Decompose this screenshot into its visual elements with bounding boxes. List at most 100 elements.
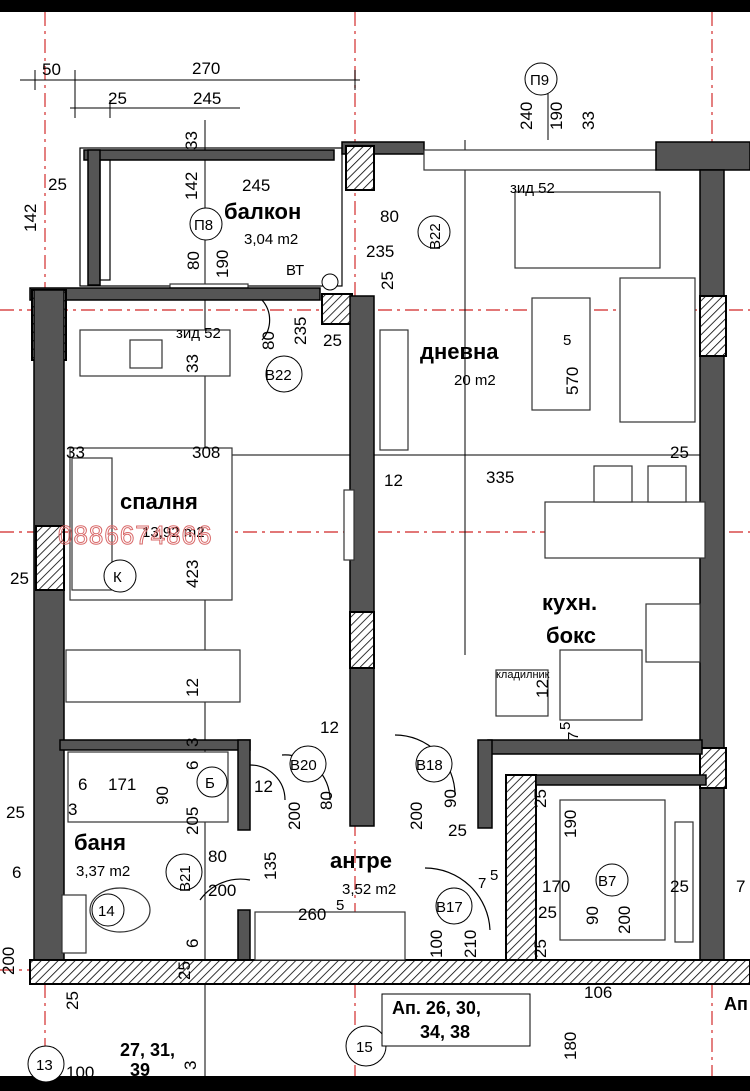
dim-25-hall: 25 xyxy=(448,821,467,840)
dim-6-left: 6 xyxy=(12,863,21,882)
room-living-name: дневна xyxy=(420,339,499,364)
dim-200-left: 200 xyxy=(0,947,18,975)
dim-260-sup: 5 xyxy=(336,897,344,914)
apartment-line-2: 34, 38 xyxy=(420,1022,470,1042)
tag-b21: В21 xyxy=(177,865,194,892)
dim-570-sup: 5 xyxy=(563,332,571,349)
dim-190-p8: 190 xyxy=(213,250,232,278)
dim-25-top: 25 xyxy=(108,89,127,108)
dim-25-s: 25 xyxy=(175,961,194,980)
dim-90-room: 90 xyxy=(583,906,602,925)
dim-25-room3: 25 xyxy=(531,939,550,958)
room-living-area: 20 m2 xyxy=(454,372,496,389)
dim-12-kitchen: 12 xyxy=(533,679,552,698)
apartment-label: Ап. 26, 30, 34, 38 27, 31, 39 Ап xyxy=(120,993,748,1080)
dim-190-top: 190 xyxy=(547,102,566,130)
apartment-cut-right: Ап xyxy=(724,994,748,1014)
dim-3-bath: 3 xyxy=(183,738,202,747)
dim-12-bed: 12 xyxy=(183,678,202,697)
watermark-phone: 0886674866 xyxy=(58,520,213,550)
dim-5-kitchen: 5 xyxy=(557,722,574,730)
tag-13: 13 xyxy=(36,1057,53,1074)
room-bathroom-name: баня xyxy=(74,830,126,855)
room-bedroom-name: спалня xyxy=(120,489,198,514)
dim-142-balcony: 142 xyxy=(182,172,201,200)
dim-570: 570 xyxy=(563,367,582,395)
room-kitchen-name-2: бокс xyxy=(546,623,596,648)
room-kitchen-name-1: кухн. xyxy=(542,590,597,615)
dimension-labels: 50 270 25 245 240 190 33 142 25 142 33 2… xyxy=(0,59,745,1082)
dim-308: 308 xyxy=(192,443,220,462)
dim-190-room: 190 xyxy=(561,810,580,838)
dim-260: 260 xyxy=(298,905,326,924)
tag-15: 15 xyxy=(356,1039,373,1056)
dim-25-v22: 25 xyxy=(323,331,342,350)
wall-note-top: зид 52 xyxy=(510,180,555,197)
room-balcony-area: 3,04 m2 xyxy=(244,231,298,248)
dim-245-top: 245 xyxy=(193,89,221,108)
room-bathroom-area: 3,37 m2 xyxy=(76,863,130,880)
dim-25-room2: 25 xyxy=(538,903,557,922)
dim-6-bath2: 6 xyxy=(183,761,202,770)
walls xyxy=(29,141,750,985)
fridge-label: кладилник xyxy=(496,669,550,681)
dim-7-b17: 7 xyxy=(478,875,486,892)
dim-240: 240 xyxy=(517,102,536,130)
dim-80-v22: 80 xyxy=(259,331,278,350)
dim-423: 423 xyxy=(183,560,202,588)
dim-200-room: 200 xyxy=(615,906,634,934)
dim-100-bottom: 100 xyxy=(66,1063,94,1082)
tag-14: 14 xyxy=(98,903,115,920)
dim-205: 205 xyxy=(183,807,202,835)
dim-200-hall: 200 xyxy=(208,881,236,900)
tag-bt: ВТ xyxy=(286,262,304,279)
room-labels: балкон 3,04 m2 дневна 20 m2 спалня 13,92… xyxy=(74,199,597,898)
dim-335: 335 xyxy=(486,468,514,487)
door-tags: П9 П8 В22 В22 В20 В18 В17 В21 В7 К Б ВТ … xyxy=(27,62,629,1083)
dim-235-v22: 235 xyxy=(291,317,310,345)
room-hall-area: 3,52 m2 xyxy=(342,881,396,898)
tag-b7: В7 xyxy=(598,873,616,890)
top-dimensions xyxy=(20,70,360,118)
tag-b22-top: В22 xyxy=(427,223,444,250)
dim-170: 170 xyxy=(542,877,570,896)
dim-80-b20: 80 xyxy=(317,791,336,810)
dim-80-balcony: 80 xyxy=(380,207,399,226)
apartment-line-1: Ап. 26, 30, xyxy=(392,998,481,1018)
dim-5-b17: 5 xyxy=(490,867,498,884)
dim-25-room: 25 xyxy=(531,789,550,808)
tag-p9: П9 xyxy=(530,72,549,89)
dim-80-p8: 80 xyxy=(184,251,203,270)
tag-p8: П8 xyxy=(194,217,213,234)
dim-90-bath: 90 xyxy=(153,786,172,805)
dim-200-b20: 200 xyxy=(285,802,304,830)
dim-3-s: 3 xyxy=(181,1061,200,1070)
apartment-cut-left-1: 27, 31, xyxy=(120,1040,175,1060)
room-bedroom-area: 13,92 m2 xyxy=(142,524,205,541)
dim-80-hall: 80 xyxy=(208,847,227,866)
dim-106: 106 xyxy=(584,983,612,1002)
dim-210: 210 xyxy=(461,930,480,958)
dim-12-door: 12 xyxy=(320,718,339,737)
dim-7-kitchen: 7 xyxy=(565,732,582,740)
tag-b22-bedroom: В22 xyxy=(265,367,292,384)
wall-note-bedroom: зид 52 xyxy=(176,325,221,342)
furniture xyxy=(61,191,706,961)
dim-25-balcony2: 25 xyxy=(378,271,397,290)
dim-6-s: 6 xyxy=(183,939,202,948)
dim-6-bath: 6 xyxy=(78,775,87,794)
dim-33-balcony: 33 xyxy=(182,131,201,150)
dim-25-room4: 25 xyxy=(670,877,689,896)
dim-25-balcony: 25 xyxy=(48,175,67,194)
dim-135: 135 xyxy=(261,852,280,880)
dim-12-mid: 12 xyxy=(384,471,403,490)
tag-b: Б xyxy=(205,775,215,792)
dim-33-bed: 33 xyxy=(66,443,85,462)
dim-270: 270 xyxy=(192,59,220,78)
dim-12-bath: 12 xyxy=(254,777,273,796)
apartment-cut-left-2: 39 xyxy=(130,1060,150,1080)
dim-7-right: 7 xyxy=(736,877,745,896)
dim-142-left: 142 xyxy=(21,204,40,232)
tag-k: К xyxy=(113,569,122,586)
